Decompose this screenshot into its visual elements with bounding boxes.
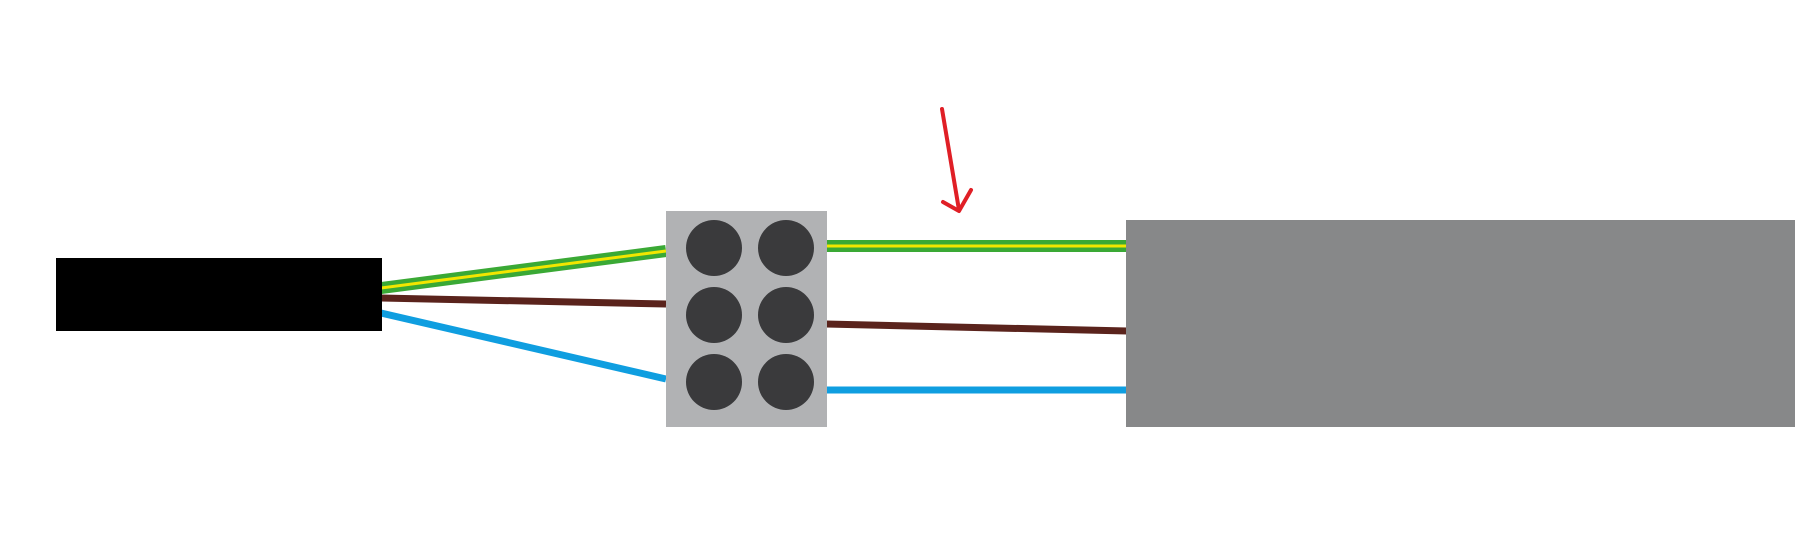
terminal-hole-r2-c2 <box>758 287 814 343</box>
earth-wire-left-stripe <box>380 249 667 290</box>
annotation-arrow-shaft <box>940 107 961 212</box>
live-wire-right <box>825 320 1128 335</box>
annotation-arrow <box>940 107 973 213</box>
live-wire-left <box>380 294 667 308</box>
terminal-hole-r1-c2 <box>758 220 814 276</box>
terminal-holes <box>686 220 814 410</box>
terminal-hole-r3-c2 <box>758 354 814 410</box>
cable-jacket <box>56 258 382 331</box>
terminal-hole-r2-c1 <box>686 287 742 343</box>
device-housing <box>1126 220 1795 427</box>
wires-device-side <box>825 240 1128 394</box>
terminal-hole-r3-c1 <box>686 354 742 410</box>
annotation-arrow-head <box>941 188 973 213</box>
terminal-hole-r1-c1 <box>686 220 742 276</box>
terminal-block <box>666 211 827 427</box>
neutral-wire-left <box>380 309 667 383</box>
wires-cable-side <box>380 245 667 383</box>
